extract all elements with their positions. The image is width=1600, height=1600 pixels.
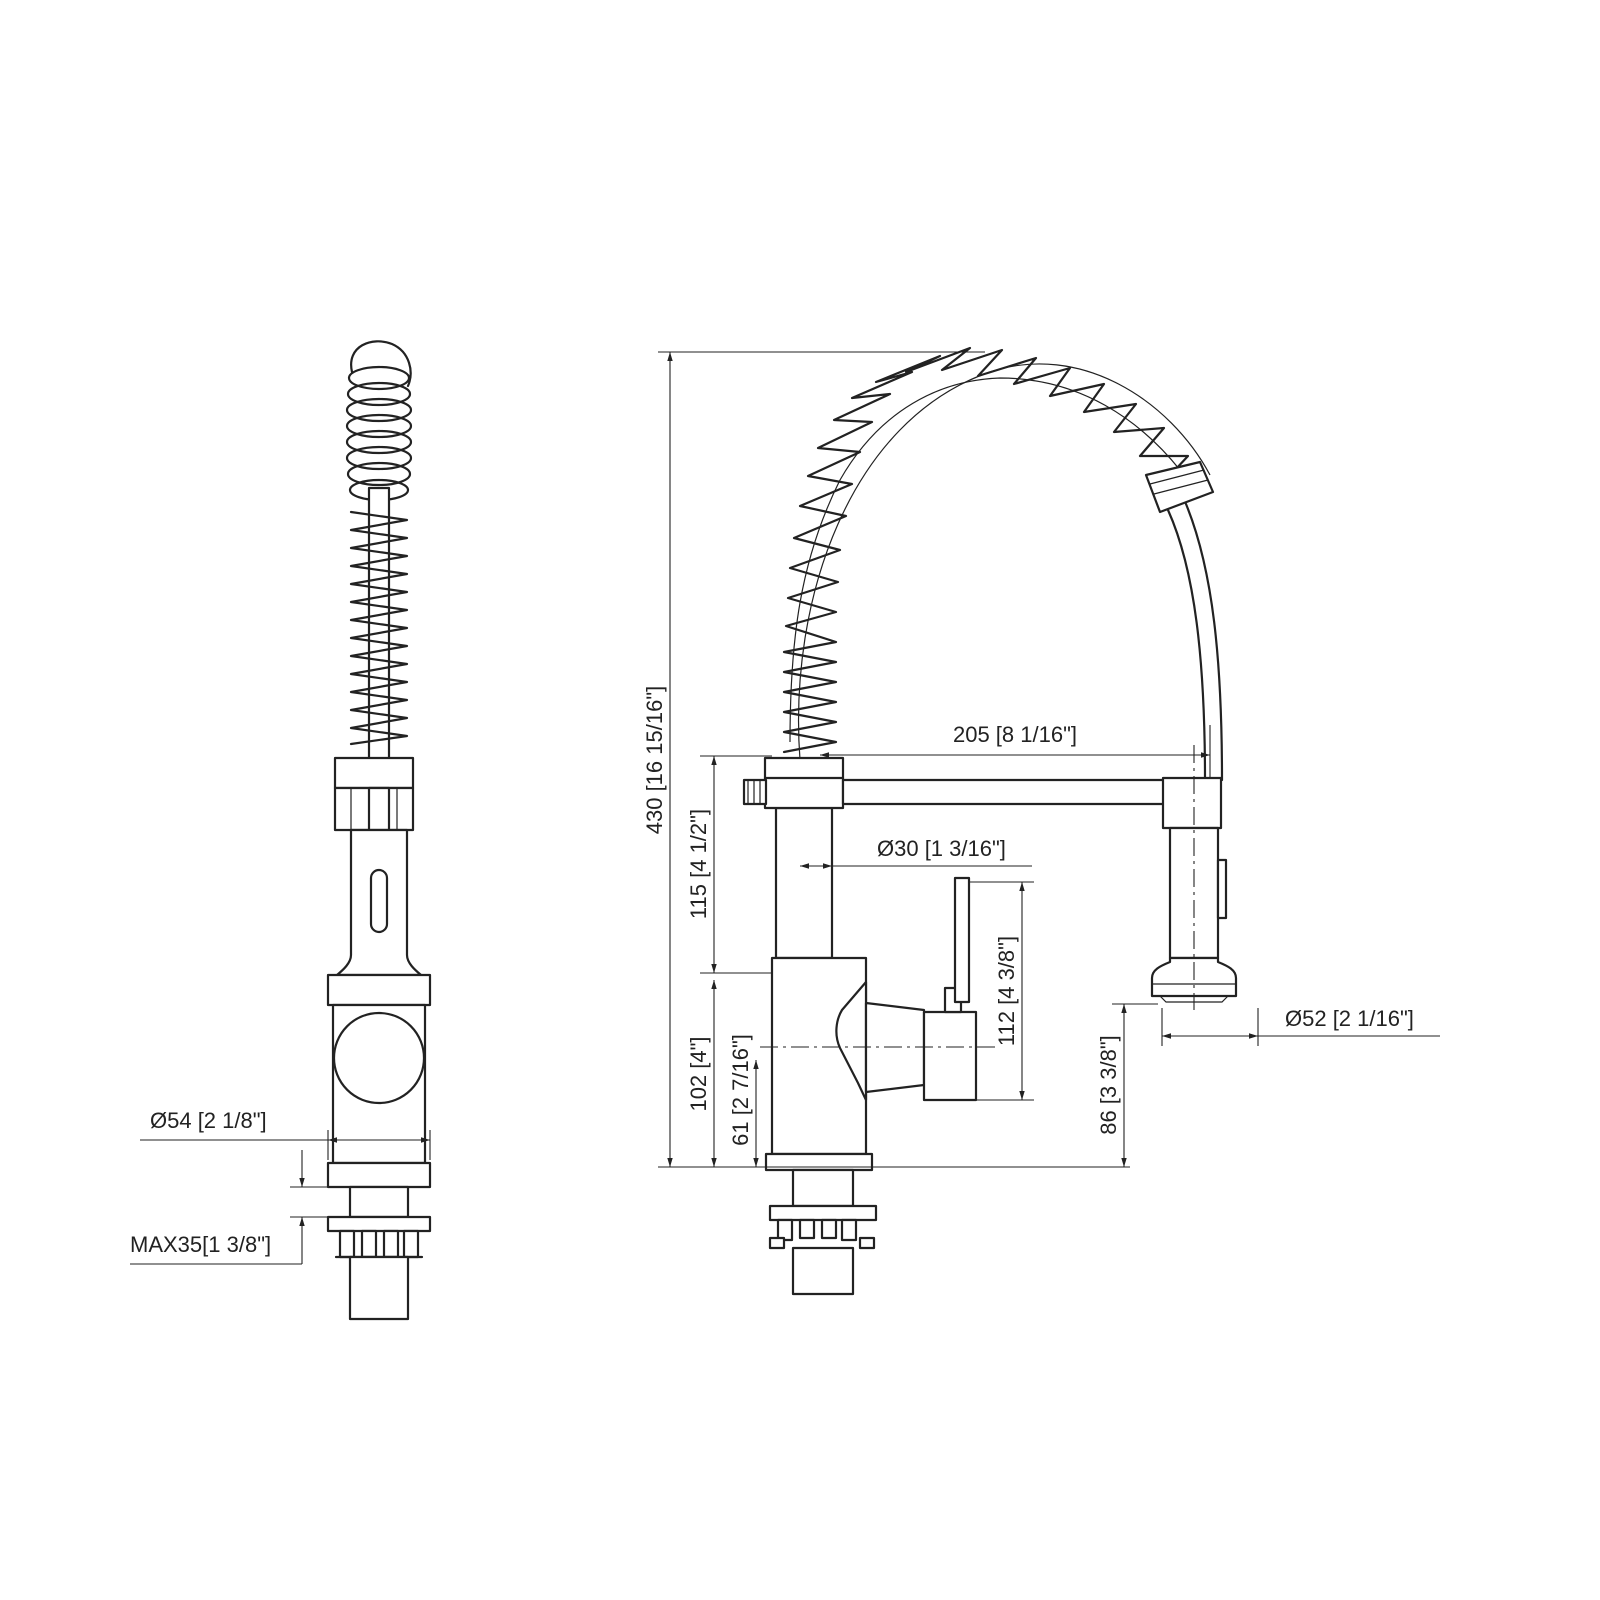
sprayer-height-label: 86 [3 3/8"] <box>1096 1035 1121 1135</box>
side-spring-coil-top <box>345 340 413 502</box>
dim-lower-body-height: 102 [4"] <box>686 980 717 1167</box>
front-spring-coil <box>782 346 1190 754</box>
sprayer-diameter-label: Ø52 [2 1/16"] <box>1285 1006 1414 1031</box>
dim-handle-axis-height: 61 [2 7/16"] <box>728 1034 759 1167</box>
side-tail-pipe <box>348 1255 410 1321</box>
total-height-label: 430 [16 15/16"] <box>642 686 667 835</box>
front-base-plate <box>764 1152 874 1172</box>
reach-label: 205 [8 1/16"] <box>953 722 1077 747</box>
side-spring-coil-bottom <box>349 510 409 746</box>
front-sprayer-holder <box>1161 776 1223 830</box>
dim-sprayer-height: 86 [3 3/8"] <box>1096 1003 1158 1167</box>
front-sprayer-button <box>1216 858 1228 920</box>
side-body-collar <box>326 973 432 1007</box>
front-hose-right <box>1166 508 1207 782</box>
front-mount-nuts <box>768 1218 876 1250</box>
front-set-screw <box>742 778 768 806</box>
front-body-cutout <box>835 980 868 1102</box>
front-mount-plate <box>768 1204 878 1222</box>
dim-sprayer-diameter: Ø52 [2 1/16"] <box>1161 1006 1440 1046</box>
front-shank <box>791 1168 855 1208</box>
front-handle-lever <box>953 876 971 1004</box>
front-view: 430 [16 15/16"] 115 [4 1/2"] 102 [4"] 61… <box>642 346 1440 1296</box>
side-head-top <box>333 756 415 790</box>
side-dim-max-deck: MAX35[1 3/8"] <box>130 1150 350 1265</box>
side-slot <box>369 868 389 934</box>
dim-upper-body-height: 115 [4 1/2"] <box>686 755 772 974</box>
side-dim-base-diameter: Ø54 [2 1/8"] <box>140 1108 431 1160</box>
front-tail-pipe <box>791 1246 855 1296</box>
side-shank <box>348 1185 410 1219</box>
dim-reach: 205 [8 1/16"] <box>820 722 1211 778</box>
handle-axis-height-label: 61 [2 7/16"] <box>728 1034 753 1146</box>
side-mount-nuts <box>334 1229 424 1259</box>
side-handle-cap <box>332 1011 426 1105</box>
lower-body-height-label: 102 [4"] <box>686 1036 711 1111</box>
side-base-plate <box>326 1161 432 1189</box>
side-base-diameter-label: Ø54 [2 1/8"] <box>150 1108 267 1133</box>
dim-spout-diameter: Ø30 [1 3/16"] <box>800 836 1032 869</box>
dim-total-height: 430 [16 15/16"] <box>642 351 1130 1168</box>
handle-height-label: 112 [4 3/8"] <box>994 936 1019 1046</box>
front-hub <box>763 756 845 810</box>
spout-diameter-label: Ø30 [1 3/16"] <box>877 836 1006 861</box>
dim-handle-height: 112 [4 3/8"] <box>970 881 1034 1101</box>
side-mount-plate <box>326 1215 432 1233</box>
front-handle-base <box>922 1010 978 1102</box>
side-max-deck-label: MAX35[1 3/8"] <box>130 1232 271 1257</box>
upper-body-height-label: 115 [4 1/2"] <box>686 809 711 919</box>
front-spout-tube <box>774 806 834 960</box>
front-horizontal-arm <box>841 778 1175 806</box>
side-view: Ø54 [2 1/8"] MAX35[1 3/8"] <box>130 340 432 1321</box>
